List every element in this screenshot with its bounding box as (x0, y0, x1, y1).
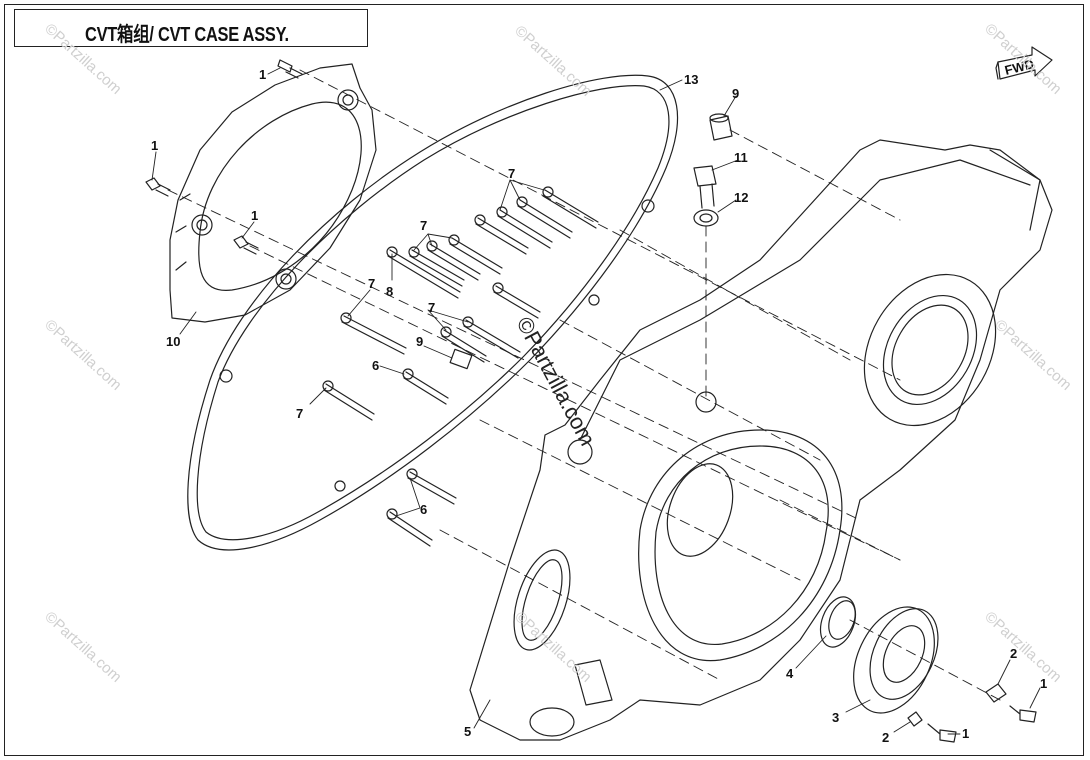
watermark-5: ©Partzilla.com (991, 316, 1074, 393)
callout-5: 5 (464, 724, 471, 739)
drain-plug-11 (693, 165, 717, 209)
bolt-1-left (145, 177, 171, 197)
watermark-4: ©Partzilla.com (41, 316, 124, 393)
callout-2: 2 (882, 730, 889, 745)
callout-6: 6 (420, 502, 427, 517)
callout-7: 7 (508, 166, 515, 181)
bolt-1-mid (233, 235, 259, 255)
cvt-cover-plate (169, 63, 377, 323)
callout-9: 9 (732, 86, 739, 101)
callout-11: 11 (734, 150, 748, 165)
fwd-label: FWD (1003, 56, 1035, 78)
callout-9: 9 (416, 334, 423, 349)
watermark-3: ©Partzilla.com (981, 20, 1064, 97)
callout-1: 1 (1040, 676, 1047, 691)
dowel-pin-9 (709, 113, 733, 141)
callout-8: 8 (386, 284, 393, 299)
callout-6: 6 (372, 358, 379, 373)
callout-7: 7 (296, 406, 303, 421)
watermark-8: ©Partzilla.com (981, 608, 1064, 685)
callout-7: 7 (428, 300, 435, 315)
bolt-1-lower-b (927, 723, 957, 743)
watermark-1: ©Partzilla.com (41, 20, 124, 97)
bolt-1-lower-a (1009, 705, 1037, 723)
oil-seal-4 (819, 596, 857, 648)
title-box: CVT箱组/ CVT CASE ASSY. (14, 9, 368, 47)
callout-1: 1 (962, 726, 969, 741)
callout-10: 10 (166, 334, 180, 349)
bolt-group-7 (322, 186, 599, 547)
diagram-title: CVT箱组/ CVT CASE ASSY. (85, 24, 289, 46)
watermark-layer: ©Partzilla.com ©Partzilla.com ©Partzilla… (41, 20, 1074, 685)
callout-7: 7 (368, 276, 375, 291)
callout-7: 7 (420, 218, 427, 233)
washer-12 (693, 209, 719, 227)
callout-1: 1 (259, 67, 266, 82)
case-gasket (187, 74, 679, 551)
callout-13: 13 (684, 72, 698, 87)
callout-1: 1 (251, 208, 258, 223)
leader-lines (151, 67, 1041, 735)
fwd-arrow-icon: FWD (995, 46, 1053, 80)
bolt-1-top (277, 59, 303, 79)
retainer-plate-2a (985, 683, 1007, 703)
watermark-2: ©Partzilla.com (511, 22, 594, 99)
callout-labels: 1 1 1 1 1 2 2 3 4 5 6 6 7 7 7 7 7 8 9 9 … (151, 67, 1047, 745)
callout-3: 3 (832, 710, 839, 725)
watermark-7: ©Partzilla.com (511, 608, 594, 685)
callout-2: 2 (1010, 646, 1017, 661)
callout-4: 4 (786, 666, 794, 681)
diagram-frame (4, 4, 1084, 756)
callout-12: 12 (734, 190, 748, 205)
assembly-lines (167, 69, 1001, 701)
callout-1: 1 (151, 138, 158, 153)
bearing-3 (853, 606, 939, 714)
retainer-plate-2b (907, 711, 923, 727)
watermark-6: ©Partzilla.com (41, 608, 124, 685)
